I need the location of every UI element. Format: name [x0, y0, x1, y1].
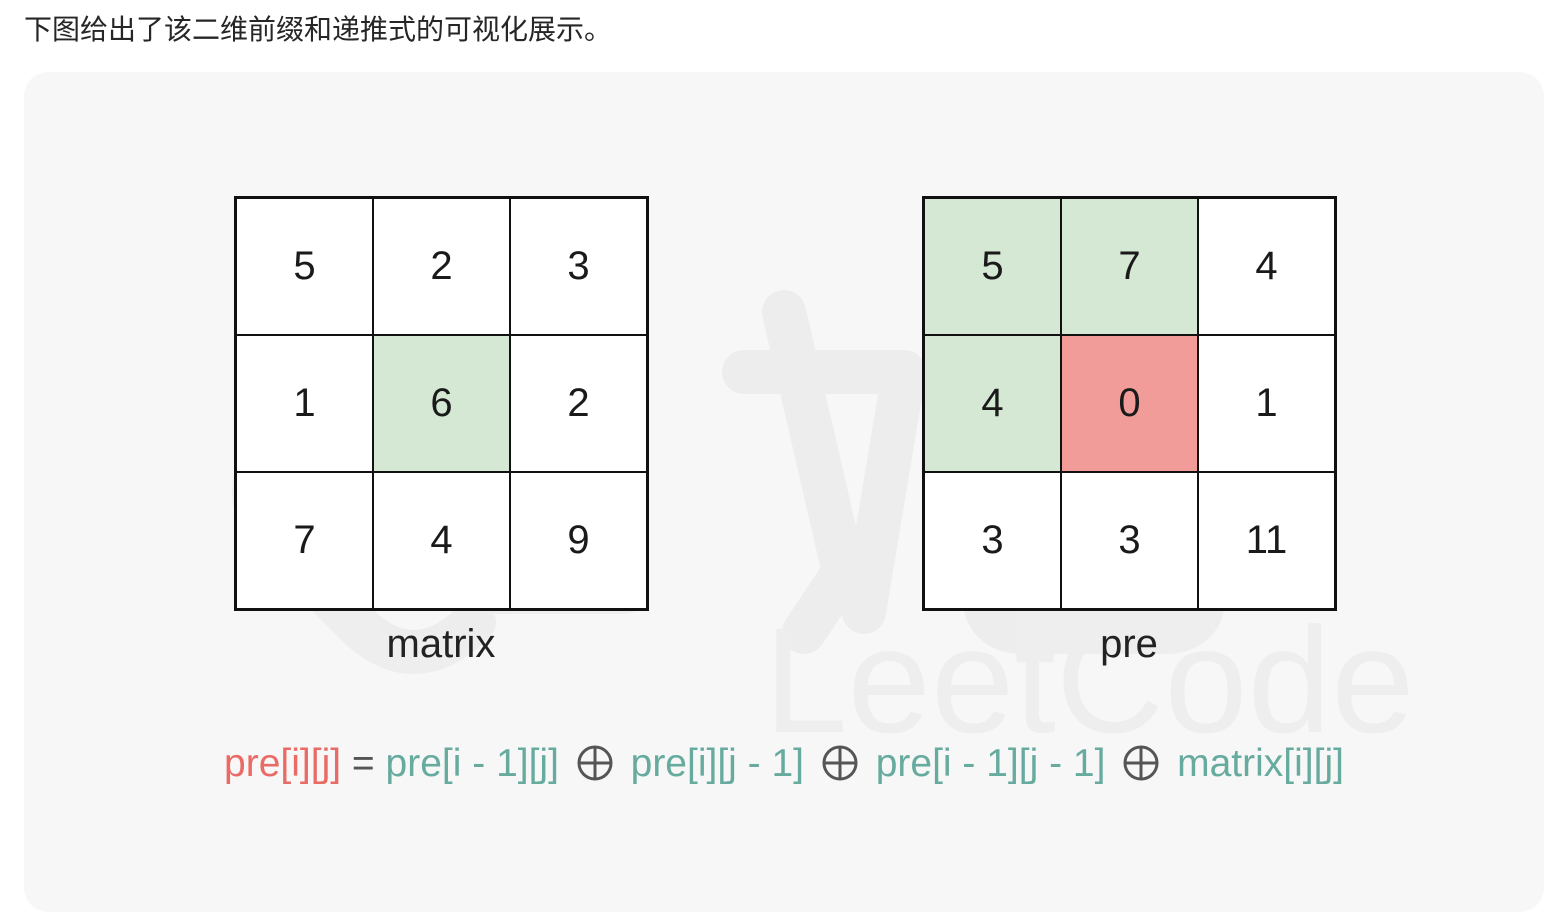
pre-cell-target: 0	[1061, 335, 1198, 472]
xor-circle-plus-icon	[577, 745, 613, 781]
matrix-cell: 9	[510, 472, 647, 609]
matrix-cell: 3	[510, 198, 647, 335]
matrix-label: matrix	[386, 622, 496, 666]
pre-grid: 5 7 4 4 0 1 3 3 11	[922, 196, 1337, 611]
pre-cell: 4	[1198, 198, 1335, 335]
svg-text:LeetCode: LeetCode	[764, 596, 1415, 764]
pre-label: pre	[1100, 622, 1158, 666]
matrix-cell: 7	[236, 472, 373, 609]
pre-cell: 3	[924, 472, 1061, 609]
matrix-cell: 5	[236, 198, 373, 335]
matrix-cell-highlighted: 6	[373, 335, 510, 472]
intro-text: 下图给出了该二维前缀和递推式的可视化展示。	[24, 13, 613, 46]
figure-panel: LeetCode 5 2 3 1 6 2 7 4 9 matrix 5 7 4 …	[24, 72, 1544, 912]
formula-equals: =	[351, 742, 375, 785]
xor-circle-plus-icon	[822, 745, 858, 781]
xor-circle-plus-icon	[1123, 745, 1159, 781]
pre-cell-highlighted: 7	[1061, 198, 1198, 335]
pre-cell-highlighted: 4	[924, 335, 1061, 472]
formula-lhs: pre[i][j]	[224, 742, 342, 785]
pre-cell: 11	[1198, 472, 1335, 609]
pre-cell-highlighted: 5	[924, 198, 1061, 335]
pre-cell: 1	[1198, 335, 1335, 472]
formula-term-2: pre[i][j - 1]	[630, 742, 805, 785]
matrix-cell: 2	[373, 198, 510, 335]
matrix-cell: 2	[510, 335, 647, 472]
matrix-cell: 4	[373, 472, 510, 609]
recurrence-formula: pre[i][j] = pre[i - 1][j] pre[i][j - 1] …	[24, 742, 1544, 786]
formula-term-1: pre[i - 1][j]	[385, 742, 559, 785]
formula-term-4: matrix[i][j]	[1177, 742, 1344, 785]
pre-cell: 3	[1061, 472, 1198, 609]
matrix-grid: 5 2 3 1 6 2 7 4 9	[234, 196, 649, 611]
matrix-cell: 1	[236, 335, 373, 472]
formula-term-3: pre[i - 1][j - 1]	[875, 742, 1106, 785]
